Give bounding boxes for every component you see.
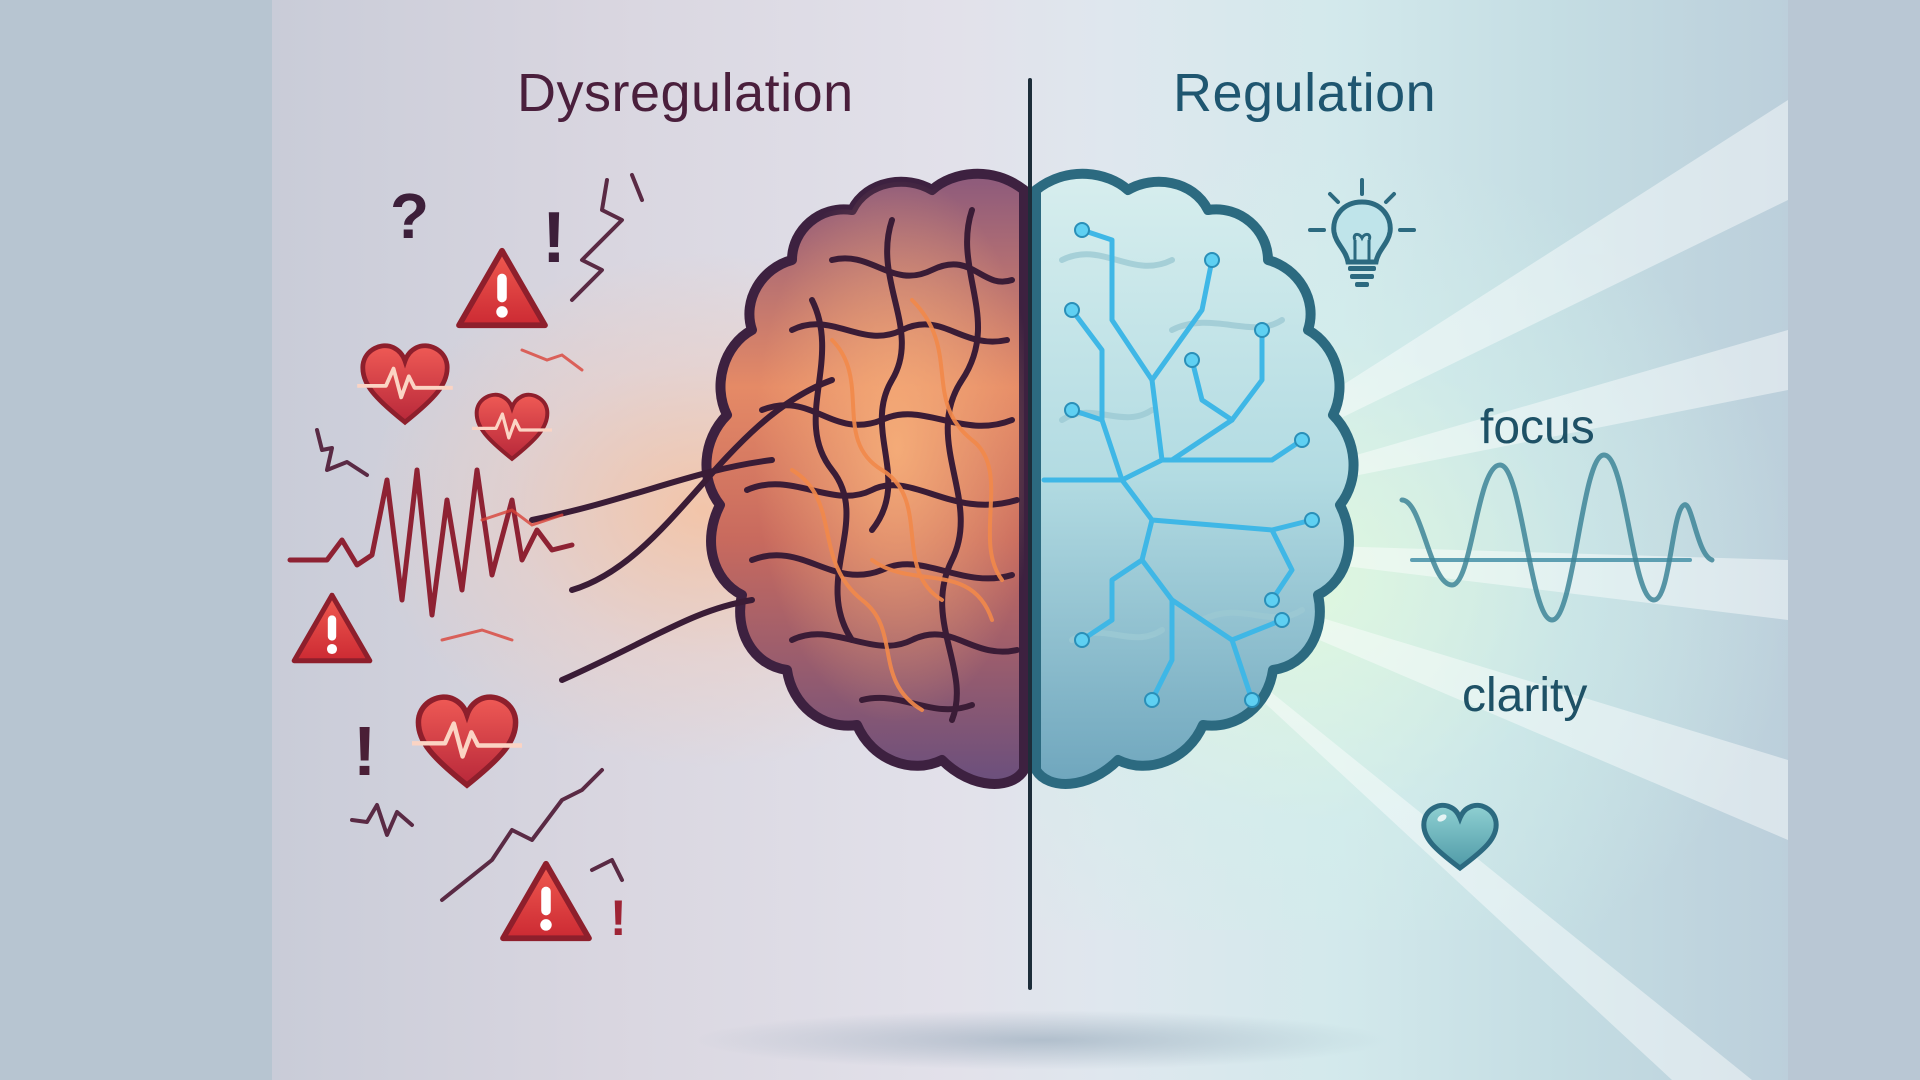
svg-text:!: ! <box>610 890 627 946</box>
svg-text:!: ! <box>542 198 566 278</box>
illustration-art: ? ! ! ! <box>287 100 1788 1080</box>
warning-triangle-icon <box>294 595 370 661</box>
regulated-brain-hemisphere <box>1031 168 1359 789</box>
heart-rate-icon <box>412 697 522 785</box>
center-divider-line <box>1028 78 1032 990</box>
sine-wave-icon <box>1399 452 1715 623</box>
heart-rate-icon <box>472 392 552 461</box>
dysregulated-brain-hemisphere <box>529 168 1029 789</box>
exclamation-icon: ! <box>353 712 376 790</box>
focus-label: focus <box>1480 401 1595 454</box>
clarity-label: clarity <box>1462 669 1588 722</box>
right-background-band <box>1788 0 1920 1080</box>
spark-lines <box>440 348 584 642</box>
exclamation-icon: ! <box>542 198 566 278</box>
exclamation-icon: ! <box>610 890 627 946</box>
svg-text:!: ! <box>353 712 376 790</box>
left-background-band <box>0 0 272 1080</box>
regulation-title: Regulation <box>1173 63 1437 123</box>
lightning-zigzag-icon <box>315 173 644 902</box>
illustration-panel: ? ! ! ! <box>272 0 1788 1080</box>
heart-icon <box>1421 802 1499 872</box>
question-mark-icon: ? <box>390 180 429 252</box>
dysregulation-title: Dysregulation <box>517 63 854 123</box>
ground-shadow <box>692 1010 1392 1070</box>
lightbulb-icon <box>1308 178 1416 287</box>
neural-circuit-lines <box>1041 227 1315 703</box>
heart-rate-icon <box>357 346 453 422</box>
svg-text:?: ? <box>390 180 429 252</box>
erratic-heartbeat-icon <box>287 467 575 618</box>
warning-triangle-icon <box>503 864 589 939</box>
warning-triangle-icon <box>459 251 545 326</box>
